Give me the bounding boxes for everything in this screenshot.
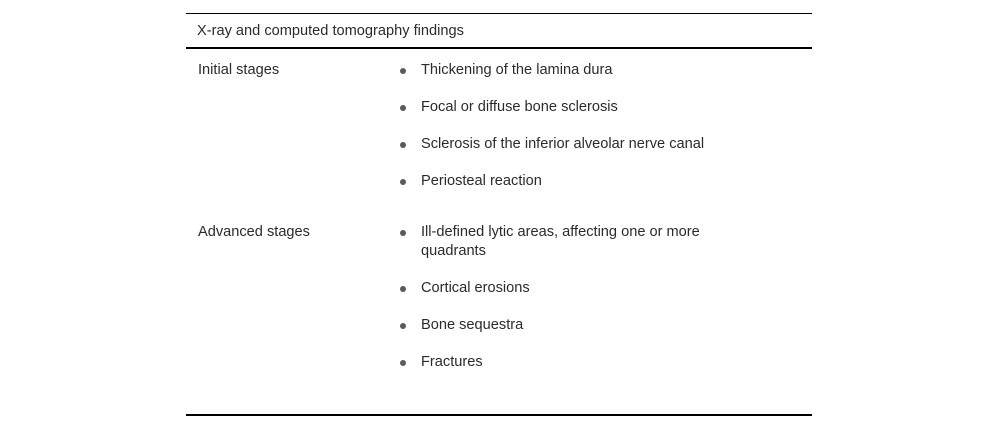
group-label-advanced-stages: Advanced stages [198, 224, 310, 240]
findings-table: X-ray and computed tomography findings I… [186, 13, 812, 372]
table-group-advanced-stages: Advanced stages Ill-defined lytic areas,… [186, 214, 812, 372]
table-top-rule [186, 13, 812, 14]
list-item-label: Fractures [421, 354, 483, 370]
table-bottom-rule [186, 414, 812, 416]
table-group-initial-stages: Initial stages Thickening of the lamina … [186, 52, 812, 191]
group-items-cell-advanced-stages: Ill-defined lytic areas, affecting one o… [397, 214, 812, 372]
list-item-label: Sclerosis of the inferior alveolar nerve… [421, 136, 705, 152]
bullet-icon [400, 286, 406, 292]
findings-list-initial-stages: Thickening of the lamina dura Focal or d… [397, 61, 812, 191]
table-body: Initial stages Thickening of the lamina … [186, 49, 812, 372]
list-item-label: Bone sequestra [421, 317, 524, 333]
bullet-icon [400, 105, 406, 111]
list-item-label: Periosteal reaction [421, 173, 542, 189]
list-item-label: Focal or diffuse bone sclerosis [421, 99, 618, 115]
bullet-icon [400, 323, 406, 329]
list-item-label: Thickening of the lamina dura [421, 62, 613, 78]
bullet-icon [400, 142, 406, 148]
group-items-cell-initial-stages: Thickening of the lamina dura Focal or d… [397, 52, 812, 191]
bullet-icon [400, 68, 406, 74]
list-item: Periosteal reaction [397, 172, 739, 191]
findings-list-advanced-stages: Ill-defined lytic areas, affecting one o… [397, 223, 812, 372]
group-label-cell-initial-stages: Initial stages [186, 52, 397, 80]
bullet-icon [400, 230, 406, 236]
bullet-icon [400, 360, 406, 366]
list-item: Sclerosis of the inferior alveolar nerve… [397, 135, 739, 154]
group-label-cell-advanced-stages: Advanced stages [186, 214, 397, 242]
list-item: Thickening of the lamina dura [397, 61, 739, 80]
list-item-label: Ill-defined lytic areas, affecting one o… [421, 224, 700, 259]
list-item-label: Cortical erosions [421, 280, 530, 296]
list-item: Ill-defined lytic areas, affecting one o… [397, 223, 739, 261]
list-item: Fractures [397, 353, 739, 372]
list-item: Focal or diffuse bone sclerosis [397, 98, 739, 117]
bullet-icon [400, 179, 406, 185]
group-label-initial-stages: Initial stages [198, 62, 280, 78]
list-item: Cortical erosions [397, 279, 739, 298]
table-header-row: X-ray and computed tomography findings [186, 14, 812, 47]
table-header-separator-rule [186, 47, 812, 49]
group-spacer [186, 191, 812, 214]
list-item: Bone sequestra [397, 316, 739, 335]
table-header-title: X-ray and computed tomography findings [197, 22, 464, 39]
